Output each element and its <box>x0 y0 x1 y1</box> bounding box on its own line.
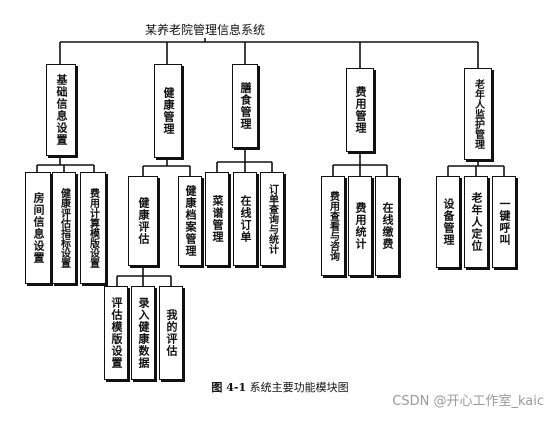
node-label: 设备管理 <box>442 198 455 246</box>
node-label: 我的评估 <box>165 309 178 357</box>
node-label: 费用查看与咨询 <box>327 191 339 261</box>
node-label: 健康评估指标设置 <box>58 188 70 268</box>
module-meals: 膳食管理 <box>232 64 258 148</box>
node-online-order: 在线订单 <box>233 172 257 266</box>
module-label: 膳食管理 <box>239 82 252 130</box>
node-fee-inquiry: 费用查看与咨询 <box>321 176 345 276</box>
node-elderly-location: 老年人定位 <box>464 176 488 268</box>
module-label: 基础信息设置 <box>55 74 68 146</box>
node-label: 在线订单 <box>239 195 252 243</box>
node-label: 费用计算模版设置 <box>87 188 99 268</box>
node-room-info: 房间信息设置 <box>25 172 51 284</box>
node-order-query: 订单查询与统计 <box>260 172 284 266</box>
node-label: 评估模版设置 <box>110 297 123 369</box>
node-label: 房间信息设置 <box>32 192 45 264</box>
module-basic-info: 基础信息设置 <box>46 64 76 156</box>
node-online-payment: 在线缴费 <box>375 176 399 276</box>
node-label: 一键呼叫 <box>498 198 511 246</box>
module-fees: 费用管理 <box>346 68 374 152</box>
figure-caption: 图 4-1 系统主要功能模块图 <box>180 380 380 396</box>
root-node: 某养老院管理信息系统 <box>144 23 265 37</box>
node-label: 健康评估 <box>137 197 150 245</box>
node-label: 健康档案管理 <box>184 185 197 257</box>
node-label: 录入健康数据 <box>137 297 150 369</box>
module-label: 老年人监护管理 <box>472 79 484 149</box>
figure-caption-text: 系统主要功能模块图 <box>249 381 349 394</box>
watermark: CSDN @开心工作室_kaic <box>392 394 544 409</box>
node-label: 菜谱管理 <box>211 195 224 243</box>
node-label: 老年人定位 <box>470 192 483 252</box>
node-label: 费用统计 <box>354 202 367 250</box>
node-fee-template: 费用计算模版设置 <box>80 172 106 284</box>
node-enter-health-data: 录入健康数据 <box>131 286 155 380</box>
node-device-management: 设备管理 <box>436 176 460 268</box>
figure-number: 图 4-1 <box>211 381 247 394</box>
module-elderly-monitoring: 老年人监护管理 <box>464 68 492 160</box>
module-label: 健康管理 <box>162 87 175 135</box>
node-health-assessment: 健康评估 <box>128 176 158 266</box>
node-label: 订单查询与统计 <box>266 184 278 254</box>
node-my-assessment: 我的评估 <box>159 286 183 380</box>
node-health-records: 健康档案管理 <box>178 176 202 266</box>
node-fee-statistics: 费用统计 <box>348 176 372 276</box>
node-assessment-template: 评估模版设置 <box>104 286 128 380</box>
module-label: 费用管理 <box>354 86 367 134</box>
node-health-index: 健康评估指标设置 <box>52 172 76 284</box>
node-label: 在线缴费 <box>381 202 394 250</box>
node-menu-management: 菜谱管理 <box>205 172 229 266</box>
node-one-key-call: 一键呼叫 <box>492 176 516 268</box>
module-health: 健康管理 <box>154 64 182 158</box>
